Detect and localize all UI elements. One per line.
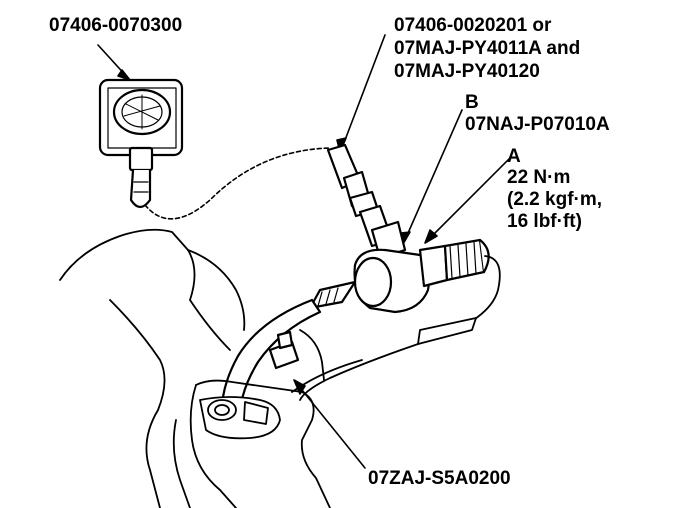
adapter-part-number: 07ZAJ-S5A0200 [368,468,511,489]
torque-spec-kgf: (2.2 kgf·m, [507,189,603,210]
torque-spec-lbf: 16 lbf·ft) [507,211,582,232]
hose-coupling [326,143,407,260]
callout-b-letter: B [465,92,479,113]
hose-part-number-line3: 07MAJ-PY40120 [394,61,540,82]
pressure-gauge [98,78,184,209]
torque-spec-nm: 22 N·m [507,167,571,188]
pressure-gauge-part-number: 07406-0070300 [49,15,183,36]
callout-b-part-number: 07NAJ-P07010A [465,114,610,135]
fitting-assembly [353,238,490,314]
hose-part-number-line1: 07406-0020201 or [394,15,552,36]
gauge-hose [144,147,331,220]
callout-a-letter: A [507,146,521,167]
adapter-fitting [268,330,300,370]
hose-part-number-line2: 07MAJ-PY4011A and [394,38,581,59]
engine-outline [59,228,477,508]
